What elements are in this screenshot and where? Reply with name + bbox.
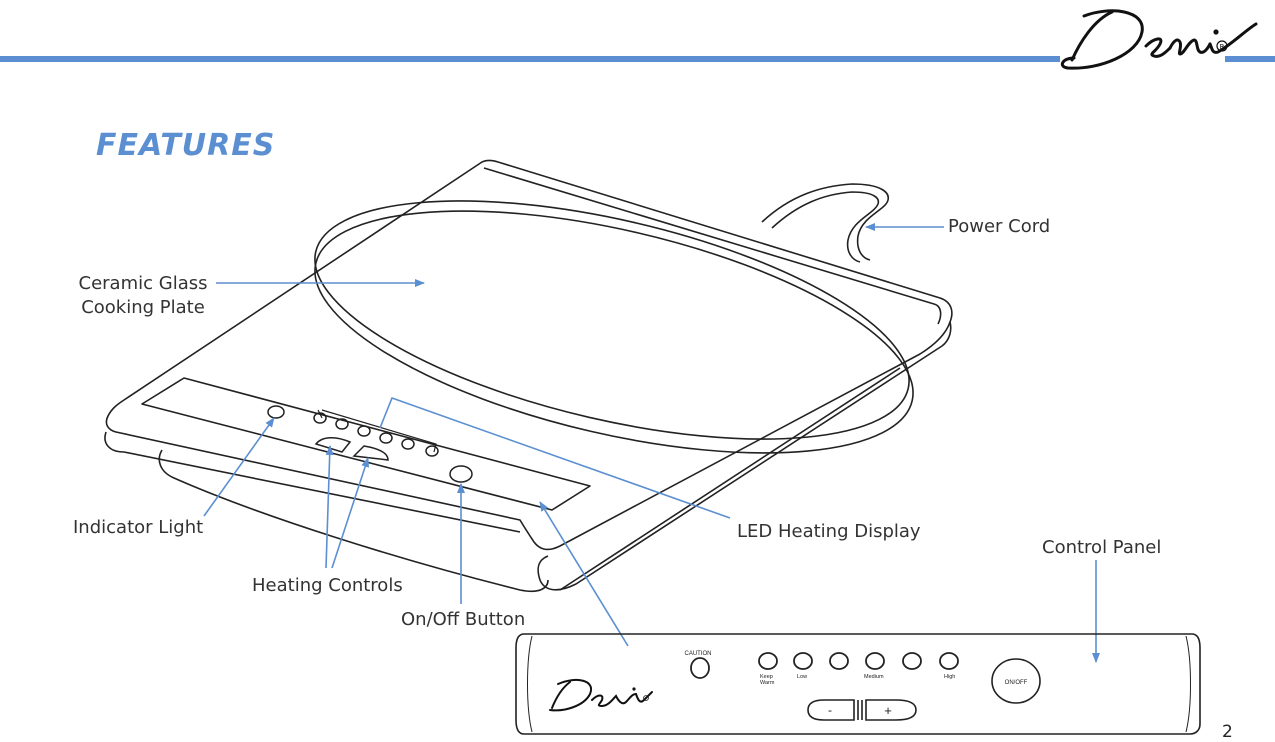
level-medium-light: [865, 652, 885, 670]
level-low-label: Low: [797, 674, 807, 680]
device-controls: [267, 405, 473, 483]
callout-indicator-light: Indicator Light: [73, 517, 204, 538]
callout-led-heating-display: LED Heating Display: [737, 521, 921, 542]
indicator-light-icon: [267, 405, 285, 419]
level-2-light: [829, 652, 849, 670]
level-4-light: [902, 652, 922, 670]
level-medium-label: Medium: [864, 674, 884, 680]
page-number: 2: [1222, 722, 1233, 742]
deni-logo-icon: R: [1060, 9, 1258, 70]
plus-label: +: [884, 703, 892, 718]
minus-label: -: [828, 703, 832, 717]
caution-indicator-icon: [690, 657, 710, 679]
cooktop-outline: [104, 159, 953, 593]
heating-minus-icon: [314, 437, 352, 453]
header-rule: [0, 56, 1060, 62]
callout-ceramic-plate: Ceramic Glass Cooking Plate: [72, 272, 214, 320]
heating-plus-icon: [352, 445, 389, 461]
svg-text:R: R: [1220, 43, 1225, 51]
callout-leaders: [203, 223, 1100, 663]
page-title: FEATURES: [96, 128, 276, 163]
plus-button-icon: [865, 699, 917, 721]
callout-on-off-button: On/Off Button: [401, 609, 526, 630]
on-off-label: ON/OFF: [1005, 680, 1028, 686]
callout-heating-controls: Heating Controls: [252, 575, 403, 596]
header-rule-end: [1225, 56, 1275, 62]
panel-deni-logo-icon: [549, 678, 593, 712]
callout-ceramic-line1: Ceramic Glass: [78, 273, 208, 294]
callout-ceramic-line2: Cooking Plate: [81, 297, 205, 318]
level-keep-label: Keep: [760, 674, 773, 680]
caution-label: CAUTION: [685, 651, 712, 657]
on-off-power-icon: [991, 658, 1041, 704]
callout-control-panel: Control Panel: [1042, 537, 1162, 558]
on-off-button-icon: [449, 465, 473, 483]
level-high-label: High: [944, 674, 955, 680]
brand-logo: R: [1050, 2, 1265, 78]
minus-button-icon: [807, 699, 855, 721]
level-keep-warm-light: [758, 652, 778, 670]
level-low-light: [793, 652, 813, 670]
callout-power-cord: Power Cord: [948, 216, 1051, 237]
level-warm-label: Warm: [760, 680, 775, 686]
control-panel-detail: CAUTION Keep Warm Low Medium High - + O: [515, 633, 1201, 735]
level-high-light: [939, 652, 959, 670]
